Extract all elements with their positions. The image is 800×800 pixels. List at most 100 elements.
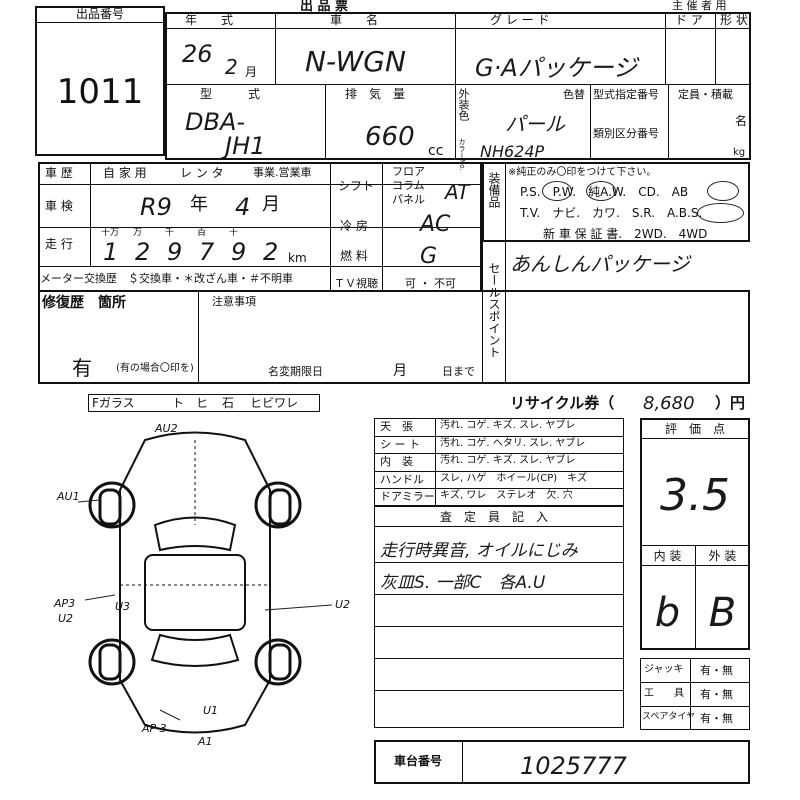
deadline-month: 月 (393, 363, 407, 379)
exterior-label: 外 装 (708, 549, 737, 563)
interior-row-options: 汚れ. コゲ. キズ. スレ. ヤブレ (440, 455, 576, 467)
glass-row (88, 394, 320, 412)
vehicle-info-grid (165, 12, 751, 160)
mileage-digit: 7 (199, 238, 215, 266)
car-name-label: 車 名 (330, 13, 379, 27)
organizer-label: 主 催 者 用 (672, 0, 727, 12)
kg-unit: kg (733, 147, 746, 158)
repair-value: 有 (72, 356, 92, 380)
glass-option: Fガラス (92, 396, 135, 410)
sales-repair-box (38, 290, 750, 384)
mileage-digit: 2 (135, 238, 151, 266)
interior-row-label: ドアミラー (380, 490, 435, 504)
score-value: 3.5 (660, 470, 730, 521)
model-value-1: DBA- (185, 108, 246, 136)
tools-label: 工 具 (644, 688, 684, 699)
mileage-place-label: 十 (229, 228, 239, 238)
meter-change-label: メーター交換歴 (40, 272, 117, 285)
ext-color-label: 外装色 (457, 88, 470, 121)
interior-row-options: 汚れ. コゲ. キズ. スレ. ヤブレ (440, 420, 576, 431)
equipment-row-3: 新 車 保 証 書. 2WD. 4WD (543, 227, 708, 241)
mileage-digit: 1 (103, 238, 119, 266)
recycle-unit: ）円 (715, 394, 746, 412)
damage-mark: AU1 (57, 490, 80, 503)
interior-table (374, 418, 624, 506)
repair-note: (有の場合〇印を) (116, 363, 194, 374)
model-value-2: JH1 (225, 132, 266, 160)
recycle-amount: 8,680 (643, 393, 695, 414)
aircon-value: AC (420, 212, 451, 237)
damage-mark: U2 (335, 598, 351, 611)
spare-value: 有・無 (700, 712, 733, 725)
color-no-label: カラーNo. (458, 138, 466, 171)
meter-notes: ＄交換車・＊改ざん車・＃不明車 (128, 272, 293, 285)
interior-row-label: 天 張 (380, 420, 413, 433)
accessory-box (640, 658, 750, 730)
displacement-value: 660 (365, 122, 415, 152)
chassis-box (374, 740, 750, 784)
damage-mark: AU2 (155, 422, 178, 435)
header-title: 出 品 票 (300, 0, 349, 14)
damage-mark: U3 (115, 600, 131, 613)
business-label: 事業.営業車 (253, 166, 312, 179)
model-type-label: 型 式 (200, 87, 261, 101)
shift-value: AT (445, 180, 470, 204)
color-code-value: NH624P (480, 142, 545, 161)
interior-row-label: ハンドル (380, 472, 424, 486)
displacement-label: 排 気 量 (345, 87, 406, 101)
interior-row-options: キズ, ワレ ステレオ 欠. 穴 (440, 490, 573, 502)
mileage-place-label: 万 (133, 228, 143, 238)
grade-value: G·Aパッケージ (475, 54, 638, 82)
equipment-label: 装備品 (487, 172, 501, 208)
inspector-label: 査 定 員 記 入 (440, 510, 549, 524)
interior-row-label: 内 装 (380, 455, 413, 469)
deadline-label: 名変期限日 (268, 365, 323, 378)
color-value: パール (505, 112, 565, 136)
mileage-place-label: 百 (197, 228, 207, 238)
chassis-value: 1025777 (520, 752, 627, 780)
fuel-label: 燃 料 (340, 249, 368, 263)
grade-label: グ レ ー ド (490, 13, 550, 27)
private-label: 自 家 用 (103, 166, 147, 180)
damage-mark: U1 (203, 704, 219, 717)
rental-label: レ ン タ (180, 166, 224, 180)
type-designation-label: 型式指定番号 (593, 88, 659, 101)
glass-option: 石 (222, 396, 235, 410)
inspector-box (374, 506, 624, 728)
lot-number: 1011 (56, 72, 144, 112)
interior-row-label: シ ー ト (380, 437, 420, 451)
damage-mark: A1 (198, 735, 213, 748)
inspection-month-unit: 月 (262, 194, 280, 215)
cc-unit: cc (428, 143, 444, 159)
fuel-value: G (420, 244, 438, 269)
sales-point-value: あんしんパッケージ (510, 252, 690, 276)
year-value: 26 (182, 40, 213, 68)
month-value: 2 (225, 55, 238, 79)
tv-options: 可 ・ 不可 (405, 277, 456, 290)
glass-option: ト (172, 396, 185, 410)
km-unit: km (288, 251, 307, 265)
glass-option: ヒ (196, 396, 209, 410)
shift-label: シフト (338, 179, 375, 193)
car-name-value: N-WGN (305, 45, 406, 78)
equipment-note: ※純正のみ〇印をつけて下さい。 (508, 167, 657, 178)
capacity-label: 定員・積載 (678, 88, 733, 101)
score-label: 評 価 点 (664, 422, 725, 436)
year-month-unit: 月 (245, 65, 258, 79)
aircon-label: 冷 房 (340, 219, 368, 233)
mileage-label: 走 行 (45, 237, 73, 251)
class-number-label: 類別区分番号 (593, 127, 659, 140)
mileage-digit: 9 (167, 238, 183, 266)
repair-label: 修復歴 箇所 (42, 295, 126, 311)
damage-mark: U2 (58, 612, 74, 625)
shift-option: フロア (392, 165, 425, 178)
mileage-place-label: 千 (165, 228, 175, 238)
car-damage-diagram (77, 431, 333, 734)
deadline-day: 日まで (442, 365, 475, 378)
notes-label: 注意事項 (212, 295, 256, 308)
history-label: 車 歴 (45, 166, 73, 180)
jack-label: ジャッキ (644, 664, 684, 675)
mileage-digit: 9 (231, 238, 247, 266)
body-shape-label: 形 状 (720, 13, 748, 27)
glass-option: ヒビワレ (250, 396, 299, 410)
